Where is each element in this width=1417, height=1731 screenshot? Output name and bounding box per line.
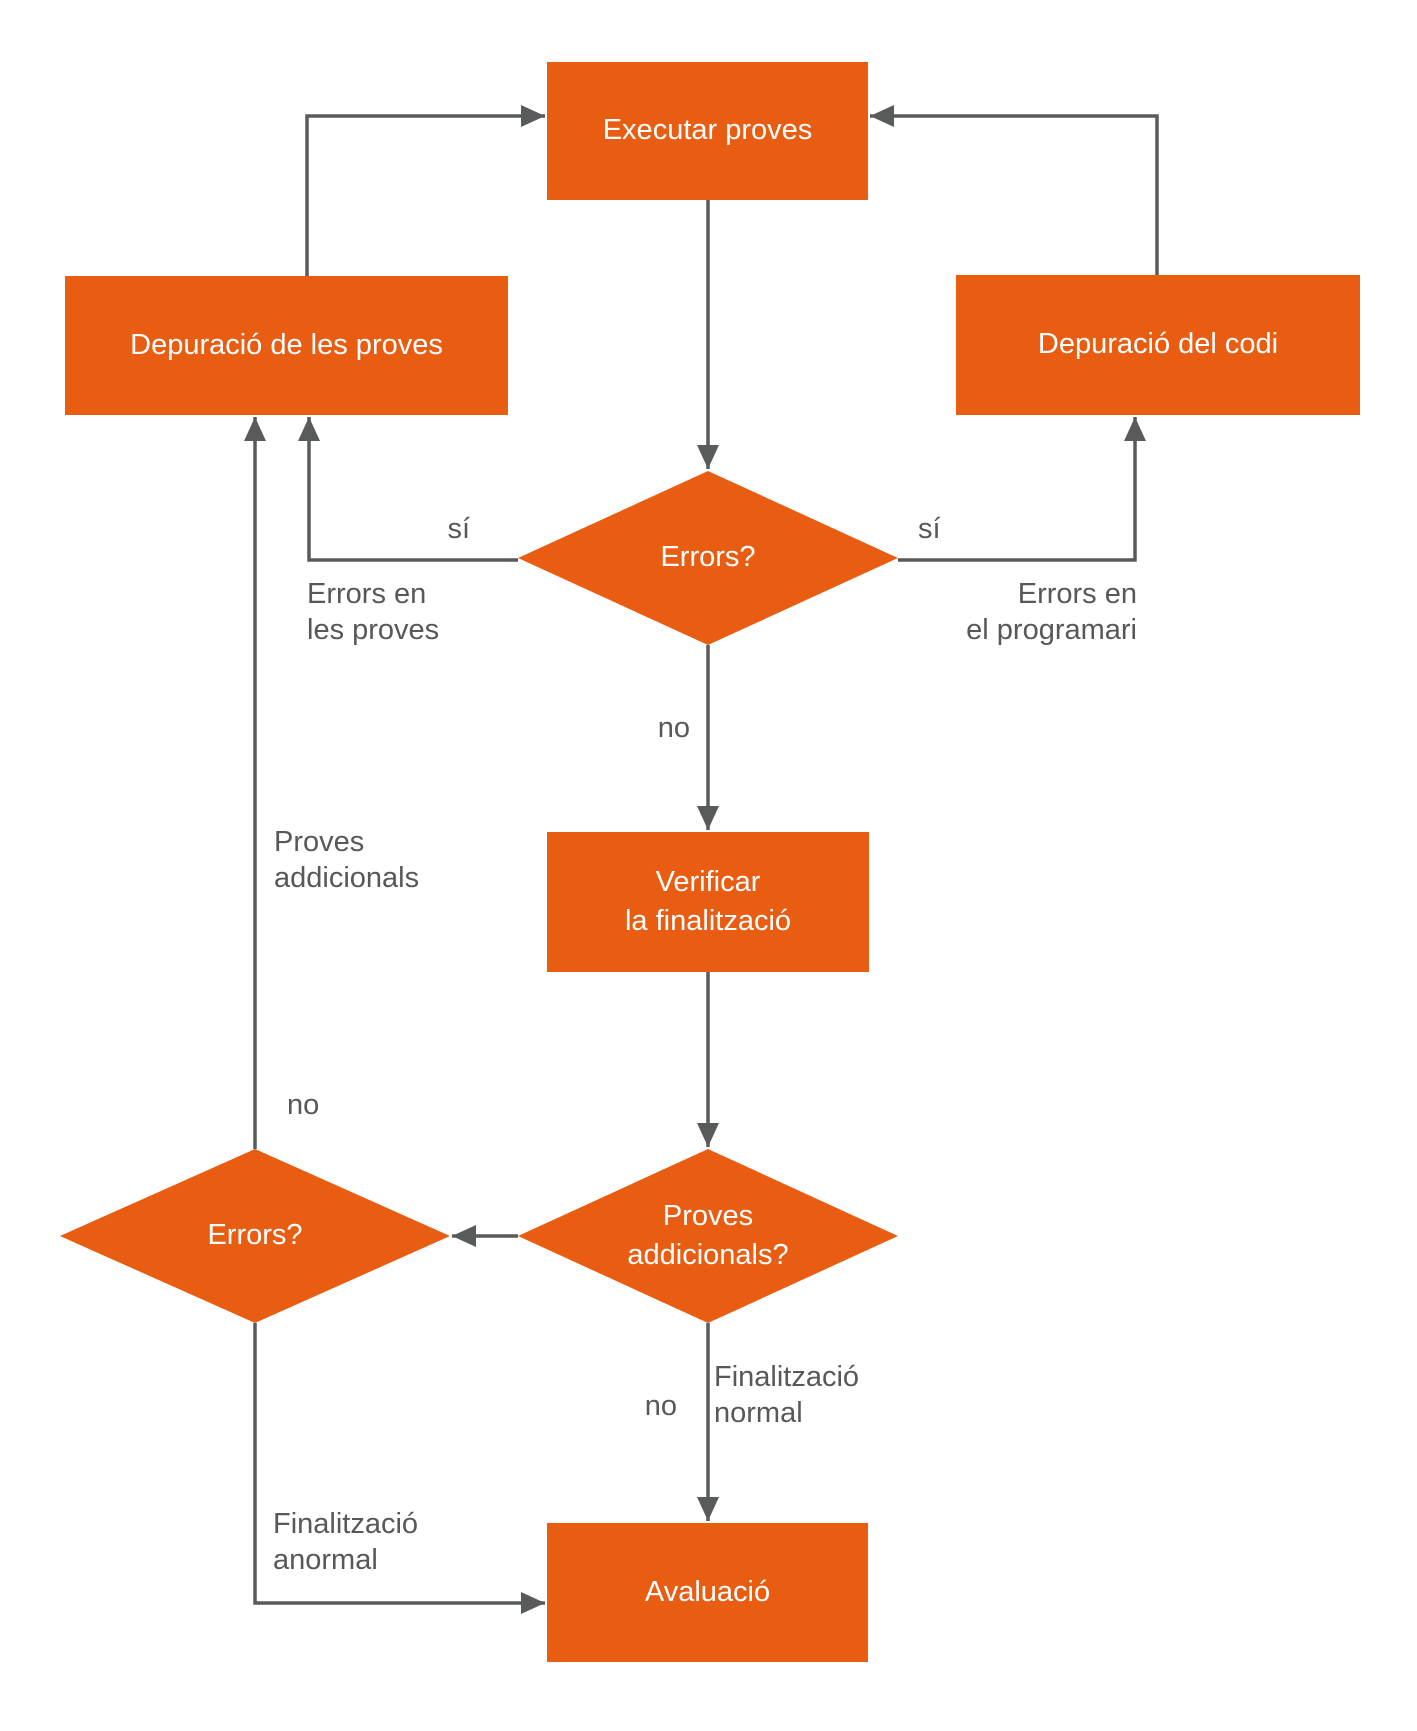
- node-verificar-la-finalitzacio: Verificar la finalització: [547, 832, 869, 972]
- edge-errors-top-si-to-depuracio-proves: [298, 417, 518, 562]
- label-no-top: no: [657, 712, 690, 744]
- node-depuracio-del-codi: Depuració del codi: [956, 275, 1360, 415]
- label-no-left: no: [287, 1089, 320, 1121]
- label-no-bottom: no: [644, 1390, 677, 1422]
- label-si-right: sí: [918, 513, 941, 545]
- node-avaluacio: Avaluació: [547, 1523, 868, 1662]
- label-proves-addicionals: Proves addicionals: [274, 826, 420, 895]
- edge-errors-top-si-to-depuracio-codi: [898, 417, 1146, 562]
- edge-depuracio-proves-to-executar: [305, 105, 545, 276]
- node-executar-proves: Executar proves: [547, 62, 868, 200]
- edge-depuracio-codi-to-executar: [870, 105, 1159, 276]
- edge-errors-bottom-to-avaluacio: [253, 1323, 545, 1614]
- node-depuracio-de-les-proves: Depuració de les proves: [65, 276, 508, 415]
- label-errors-en-el-programari: Errors en el programari: [966, 578, 1137, 647]
- label-si-left: sí: [447, 513, 470, 545]
- label-finalitzacio-anormal: Finalització anormal: [273, 1508, 419, 1577]
- label-errors-en-les-proves: Errors en les proves: [307, 578, 440, 647]
- label-finalitzacio-normal: Finalització normal: [714, 1361, 860, 1430]
